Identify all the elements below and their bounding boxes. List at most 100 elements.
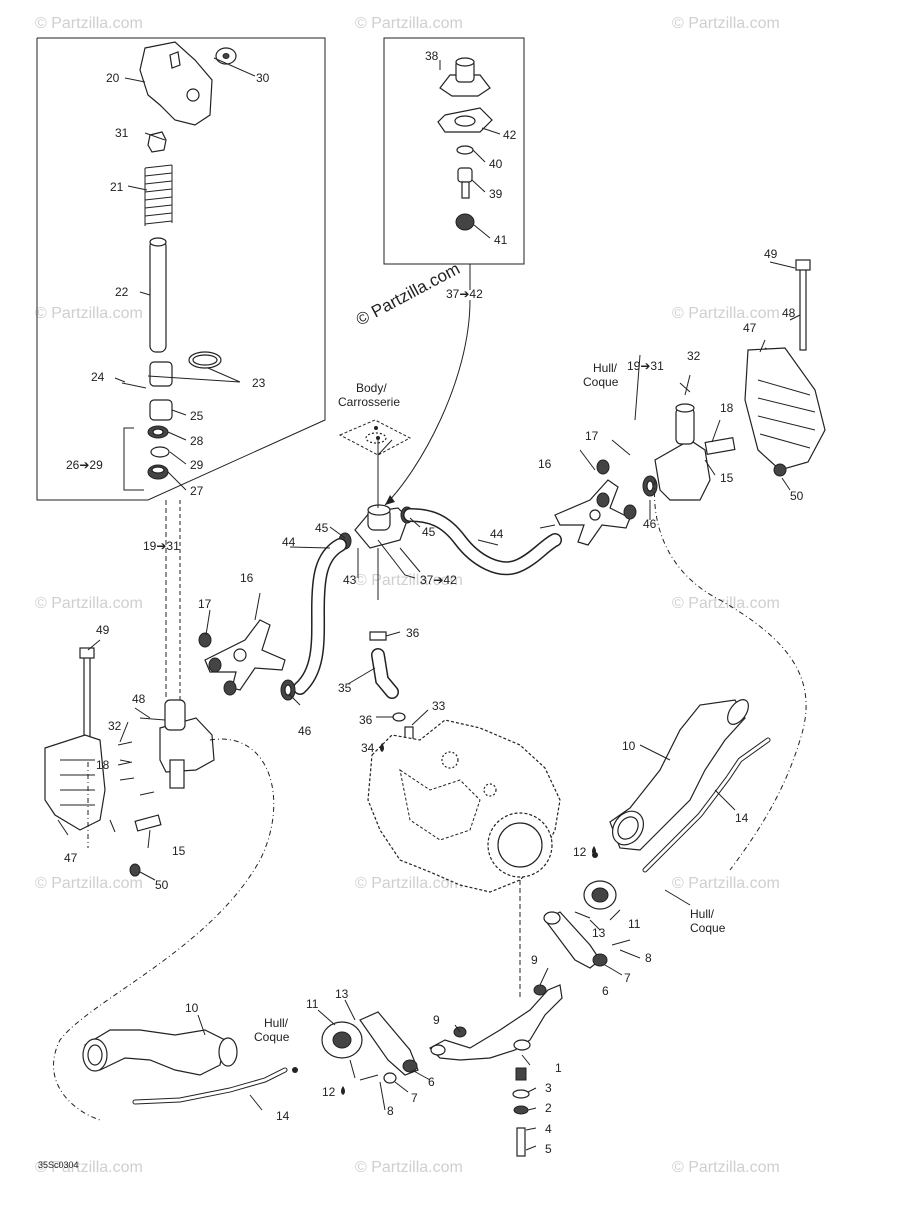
callout-50-right: 50 [790, 489, 804, 503]
callout-5: 5 [545, 1142, 552, 1156]
inset-valve [383, 37, 525, 290]
callout-9-left: 9 [433, 1013, 440, 1027]
callout-34: 34 [361, 741, 375, 755]
callout-48-right: 48 [782, 306, 796, 320]
callout-numbers: 20 30 31 21 22 24 23 25 28 29 26➔29 27 1… [38, 49, 804, 1170]
callout-32-right: 32 [687, 349, 701, 363]
watermark: © Partzilla.com [672, 305, 780, 322]
callout-10-right: 10 [622, 739, 636, 753]
callout-9-right: 9 [531, 953, 538, 967]
steering-column-parts [114, 41, 256, 491]
left-lower-parts [82, 1011, 419, 1105]
watermark: © Partzilla.com [35, 875, 143, 892]
hull-label-2-left: Coque [254, 1030, 290, 1044]
valve-parts [437, 57, 501, 239]
callout-11-left: 11 [306, 997, 319, 1011]
valve-assembly [338, 419, 416, 744]
callout-17-right: 17 [585, 429, 599, 443]
callout-14-left: 14 [276, 1109, 290, 1123]
hull-label-1-right: Hull/ [690, 907, 715, 921]
callout-6-right: 6 [602, 984, 609, 998]
figure-code: 35Sc0304 [38, 1160, 79, 1170]
callout-17-left: 17 [198, 597, 212, 611]
callout-30: 30 [256, 71, 270, 85]
watermark: © Partzilla.com [35, 595, 143, 612]
callout-13-right: 13 [592, 926, 606, 940]
callout-16-right: 16 [538, 457, 552, 471]
callout-35: 35 [338, 681, 352, 695]
callout-49-left: 49 [96, 623, 110, 637]
callout-6-left: 6 [428, 1075, 435, 1089]
watermark: © Partzilla.com [355, 15, 463, 32]
body-label-1: Body/ [356, 381, 387, 395]
callout-45-left: 45 [315, 521, 329, 535]
watermark: © Partzilla.com [355, 875, 463, 892]
callout-44-left: 44 [282, 535, 296, 549]
bottom-lever-parts [429, 984, 563, 1157]
callout-44-right: 44 [490, 527, 504, 541]
watermark: © Partzilla.com [35, 305, 143, 322]
callout-19-31-left: 19➔31 [143, 539, 180, 553]
callout-18-right: 18 [720, 401, 734, 415]
callout-26-29: 26➔29 [66, 458, 103, 472]
callout-48-left: 48 [132, 692, 146, 706]
hoses-44 [280, 299, 658, 701]
callout-8-right: 8 [645, 951, 652, 965]
callout-12-left: 12 [322, 1085, 336, 1099]
watermark: © Partzilla.com [35, 15, 143, 32]
watermark: © Partzilla.com [672, 15, 780, 32]
callout-39: 39 [489, 187, 503, 201]
leader-lines [57, 261, 801, 1151]
callout-23: 23 [252, 376, 266, 390]
callout-40: 40 [489, 157, 503, 171]
callout-42: 42 [503, 128, 517, 142]
callout-22: 22 [115, 285, 129, 299]
callout-19-31-right: 19➔31 [627, 359, 664, 373]
watermarks: © Partzilla.com © Partzilla.com © Partzi… [35, 15, 780, 1176]
callout-47-right: 47 [743, 321, 757, 335]
hull-label-1-top: Hull/ [593, 361, 618, 375]
callout-38: 38 [425, 49, 439, 63]
callout-2: 2 [545, 1101, 552, 1115]
callout-37-42: 37➔42 [420, 573, 457, 587]
callout-24: 24 [91, 370, 105, 384]
watermark: © Partzilla.com [35, 1159, 143, 1176]
callout-12-right: 12 [573, 845, 587, 859]
callout-14-right: 14 [735, 811, 749, 825]
callout-18-left: 18 [96, 758, 110, 772]
callout-28: 28 [190, 434, 204, 448]
callout-41: 41 [494, 233, 508, 247]
callout-25: 25 [190, 409, 204, 423]
callout-27: 27 [190, 484, 204, 498]
pump-housing [367, 719, 561, 1000]
callout-33: 33 [432, 699, 446, 713]
callout-47-left: 47 [64, 851, 78, 865]
callout-4: 4 [545, 1122, 552, 1136]
hull-label-2-top: Coque [583, 375, 619, 389]
watermark: © Partzilla.com [355, 1159, 463, 1176]
callout-7-right: 7 [624, 971, 631, 985]
watermark: © Partzilla.com [672, 875, 780, 892]
callout-11-right: 11 [628, 917, 641, 931]
callout-8-left: 8 [387, 1104, 394, 1118]
watermark: © Partzilla.com [355, 572, 463, 589]
right-lower-parts [543, 699, 771, 969]
callout-45-right: 45 [422, 525, 436, 539]
hull-label-1-left: Hull/ [264, 1016, 289, 1030]
callout-15-left: 15 [172, 844, 186, 858]
callout-7-left: 7 [411, 1091, 418, 1105]
callout-31: 31 [115, 126, 129, 140]
left-steering-assembly [44, 500, 286, 1121]
callout-1: 1 [555, 1061, 562, 1075]
callout-36-upper: 36 [406, 626, 420, 640]
right-steering-assembly [554, 259, 826, 871]
callout-46-right: 46 [643, 517, 657, 531]
callout-46-left: 46 [298, 724, 312, 738]
body-label-2: Carrosserie [338, 395, 400, 409]
callout-10-left: 10 [185, 1001, 199, 1015]
callout-43: 43 [343, 573, 357, 587]
hull-label-2-right: Coque [690, 921, 726, 935]
callout-50-left: 50 [155, 878, 169, 892]
